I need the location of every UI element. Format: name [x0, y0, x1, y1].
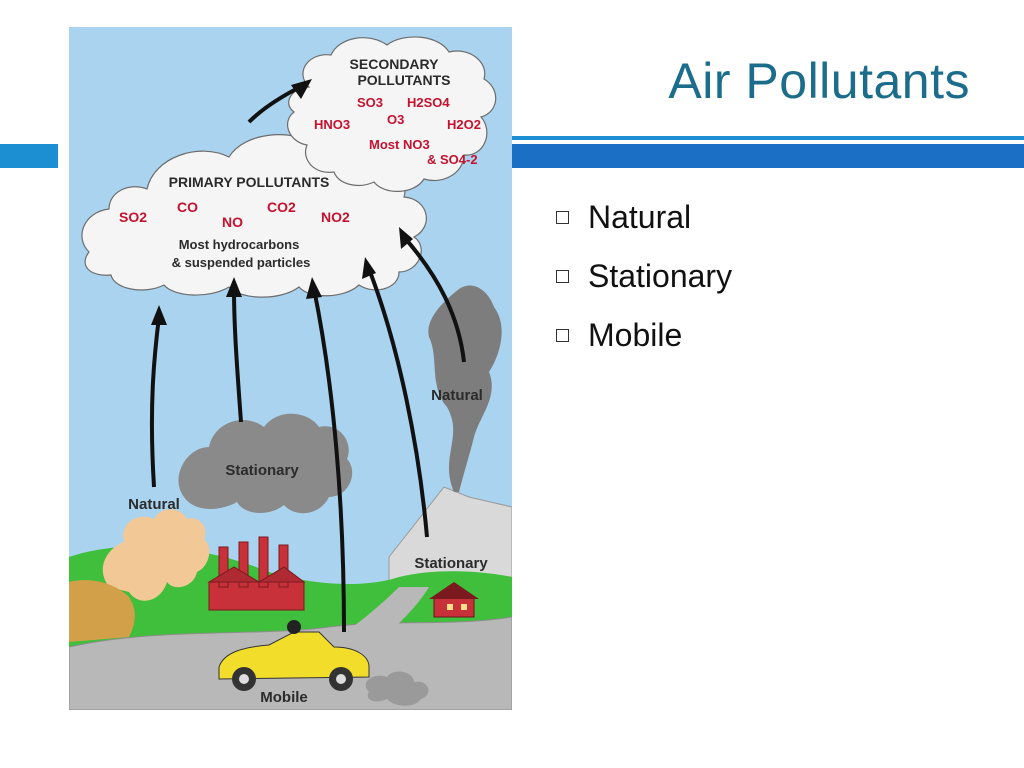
natural-ground-patch: [69, 580, 135, 642]
chem-no2: NO2: [321, 209, 350, 225]
chem-o3: O3: [387, 112, 404, 127]
header-band-thin: [512, 136, 1024, 140]
bullet-text: Mobile: [588, 317, 683, 353]
label-natural-volcano: Natural: [431, 387, 483, 404]
chem-so3: SO3: [357, 95, 383, 110]
bullet-square-icon: [556, 329, 569, 342]
secondary-title-line2: POLLUTANTS: [357, 72, 450, 88]
car-exhaust: [365, 671, 429, 706]
bullet-text: Stationary: [588, 258, 733, 294]
slide-title: Air Pollutants: [668, 53, 970, 109]
chem-co: CO: [177, 199, 198, 215]
chem-so4: & SO4-2: [427, 152, 478, 167]
chem-no: NO: [222, 214, 243, 230]
factory-icon: [207, 536, 306, 611]
bullet-item-stationary: Stationary: [556, 247, 732, 306]
bullet-item-natural: Natural: [556, 188, 732, 247]
label-natural-left: Natural: [128, 496, 180, 513]
chem-co2: CO2: [267, 199, 296, 215]
side-road: [329, 587, 429, 652]
air-pollutants-diagram: SECONDARY POLLUTANTS SO3 H2SO4 HNO3 O3 H…: [69, 27, 512, 710]
primary-text-line2: & suspended particles: [172, 255, 311, 270]
secondary-title-line1: SECONDARY: [350, 56, 440, 72]
bullet-square-icon: [556, 211, 569, 224]
label-stationary-house: Stationary: [414, 555, 488, 572]
primary-title: PRIMARY POLLUTANTS: [169, 174, 330, 190]
house-icon: [429, 582, 479, 618]
chem-h2so4: H2SO4: [407, 95, 450, 110]
header-band-right: [512, 144, 1024, 168]
label-stationary-factory: Stationary: [225, 462, 299, 479]
secondary-pollutants-cloud: [287, 36, 497, 192]
chem-h2o2: H2O2: [447, 117, 481, 132]
volcano-smoke: [428, 285, 502, 492]
chem-hno3: HNO3: [314, 117, 350, 132]
bullet-item-mobile: Mobile: [556, 306, 732, 365]
bullet-square-icon: [556, 270, 569, 283]
primary-text-line1: Most hydrocarbons: [179, 237, 300, 252]
chem-most-no3: Most NO3: [369, 137, 430, 152]
car-icon: [218, 620, 370, 691]
diagram-svg: SECONDARY POLLUTANTS SO3 H2SO4 HNO3 O3 H…: [69, 27, 512, 710]
bullet-text: Natural: [588, 199, 692, 235]
header-band-left: [0, 144, 58, 168]
arrow-heads: [151, 79, 413, 325]
bullet-list: Natural Stationary Mobile: [556, 188, 732, 365]
chem-so2: SO2: [119, 209, 147, 225]
natural-emission-cloud: [102, 509, 210, 601]
flow-arrows: [149, 83, 466, 633]
label-mobile: Mobile: [260, 689, 308, 706]
factory-smoke: [178, 413, 353, 514]
